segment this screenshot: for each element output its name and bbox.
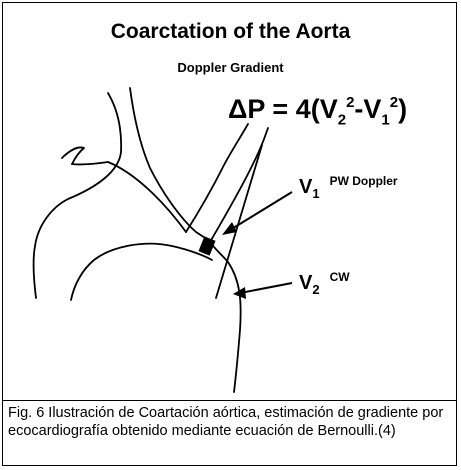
aorta-lower-curve (71, 244, 212, 300)
arrow-v1-icon (230, 192, 292, 230)
aorta-arch-roof (108, 162, 186, 232)
aortic-branch-stub-2 (72, 162, 108, 164)
pw-sample-volume-icon (198, 236, 215, 255)
figure-caption: Fig. 6 Ilustración de Coartación aórtica… (8, 404, 454, 440)
aorta-outer-wall (33, 93, 121, 298)
aorta-inner-wall (130, 88, 210, 242)
aortic-branch-stub (62, 147, 84, 164)
subclavian-vessel-left (186, 124, 248, 232)
arrow-v2-icon (240, 283, 292, 293)
